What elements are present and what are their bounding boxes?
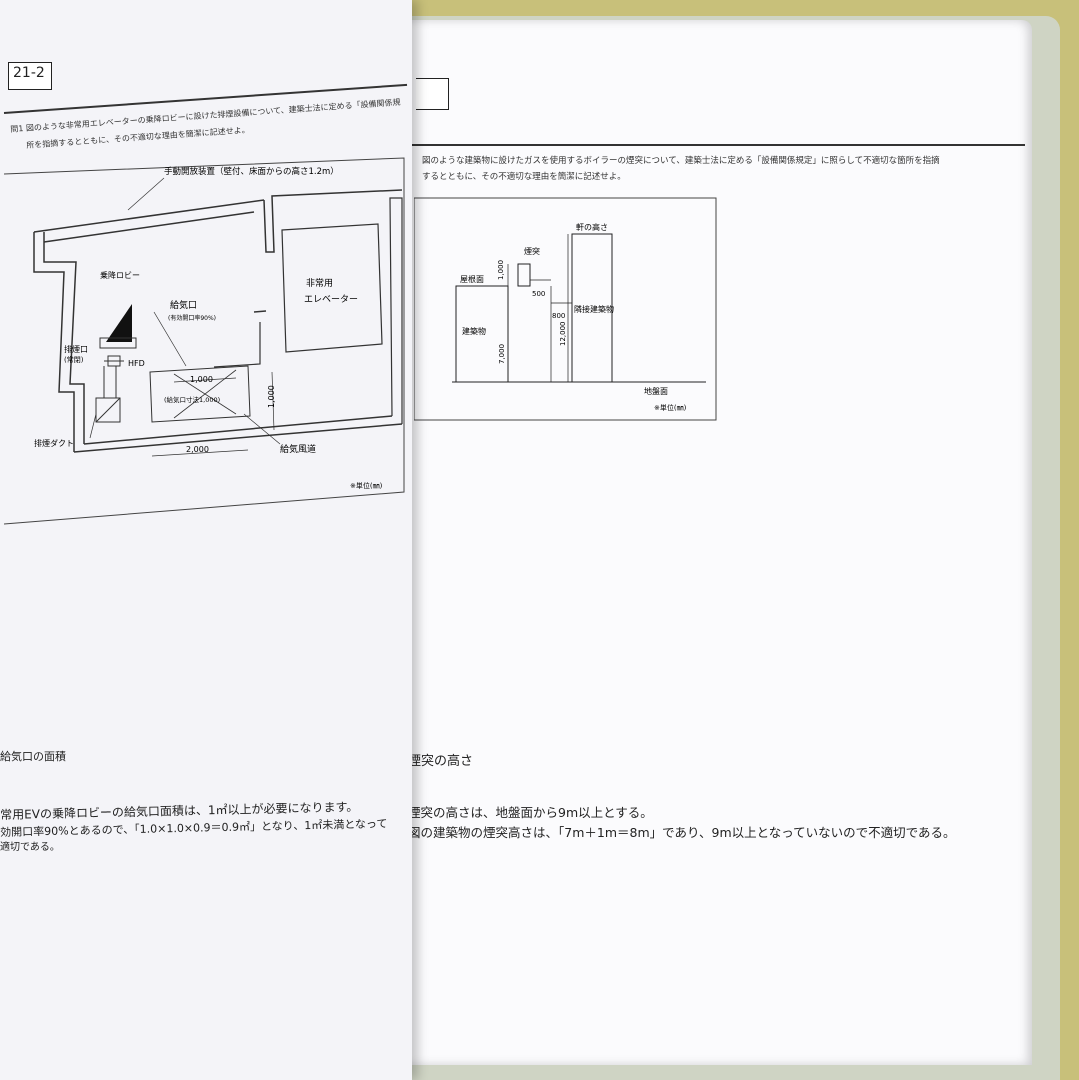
dim-2000-label: 2,000 — [186, 445, 209, 454]
exhaust-duct-label: 排煙ダクト — [34, 438, 74, 448]
air-inlet-note: (有効開口率90%) — [168, 314, 216, 322]
right-answer-title: 煙突の高さ — [408, 754, 474, 769]
right-page: 図のような建築物に設けたガスを使用するボイラーの煙突について、建築士法に定める「… — [400, 20, 1032, 1065]
dim-7000-label: 7,000 — [498, 344, 506, 364]
manual-opener-label: 手動開放装置（壁付、床面からの高さ1.2m） — [164, 166, 339, 177]
right-unit-label: ※単位(㎜) — [654, 403, 687, 412]
exhaust-port-note: (常閉) — [64, 355, 84, 364]
left-problem-tag: 21-2 — [8, 62, 52, 90]
left-unit-label: ※単位(㎜) — [350, 481, 383, 490]
eave-height-label: 軒の高さ — [576, 222, 608, 232]
dim-12000-label: 12,000 — [559, 322, 567, 347]
ground-label: 地盤面 — [644, 386, 668, 396]
left-answer-title: 給気口の面積 — [0, 750, 66, 763]
roof-surface-label: 屋根面 — [460, 274, 484, 284]
dim-1000-vertical: 1,000 — [267, 385, 276, 408]
dim-800-label: 800 — [552, 312, 565, 320]
elevator-label-2: エレベーター — [304, 294, 358, 305]
exhaust-port-label: 排煙口 — [64, 344, 88, 354]
building-label: 建築物 — [462, 326, 486, 336]
right-question-line-1: 図のような建築物に設けたガスを使用するボイラーの煙突について、建築士法に定める「… — [422, 156, 940, 166]
left-page: 21-2 問1 図のような非常用エレベーターの乗降ロビーに設けた排煙設備について… — [0, 0, 412, 1080]
dim-1000-label: 1,000 — [497, 260, 505, 280]
hfd-label: HFD — [128, 359, 145, 368]
left-answer-line-3: 適切である。 — [0, 842, 60, 853]
adjacent-building-label: 隣接建築物 — [574, 304, 614, 314]
elevator-label-1: 非常用 — [306, 277, 333, 289]
right-header-rule — [410, 144, 1025, 146]
dim-1000-horizontal: 1,000 — [190, 375, 213, 384]
right-problem-tag — [416, 78, 449, 110]
right-answer-line-2: 図の建築物の煙突高さは、「7m＋1m＝8m」であり、9m以上となっていないので不… — [408, 825, 956, 840]
air-inlet-label: 給気口 — [170, 299, 197, 311]
right-question-line-2: するとともに、その不適切な理由を簡潔に記述せよ。 — [422, 172, 626, 182]
dim-500-label: 500 — [532, 290, 545, 298]
lobby-label: 乗降ロビー — [100, 270, 140, 280]
right-answer-line-1: 煙突の高さは、地盤面から9m以上とする。 — [408, 805, 653, 820]
chimney-label: 煙突 — [524, 246, 540, 256]
inlet-dims-label: (給気口寸法1,000) — [164, 395, 220, 404]
chimney-diagram: 煙突 軒の高さ 屋根面 1,000 500 800 建築物 7,000 12,0… — [414, 197, 717, 421]
air-duct-label: 給気風道 — [280, 443, 316, 455]
lobby-diagram: 手動開放装置（壁付、床面からの高さ1.2m） 乗降ロビー 非常用 エレベーター … — [4, 157, 405, 525]
